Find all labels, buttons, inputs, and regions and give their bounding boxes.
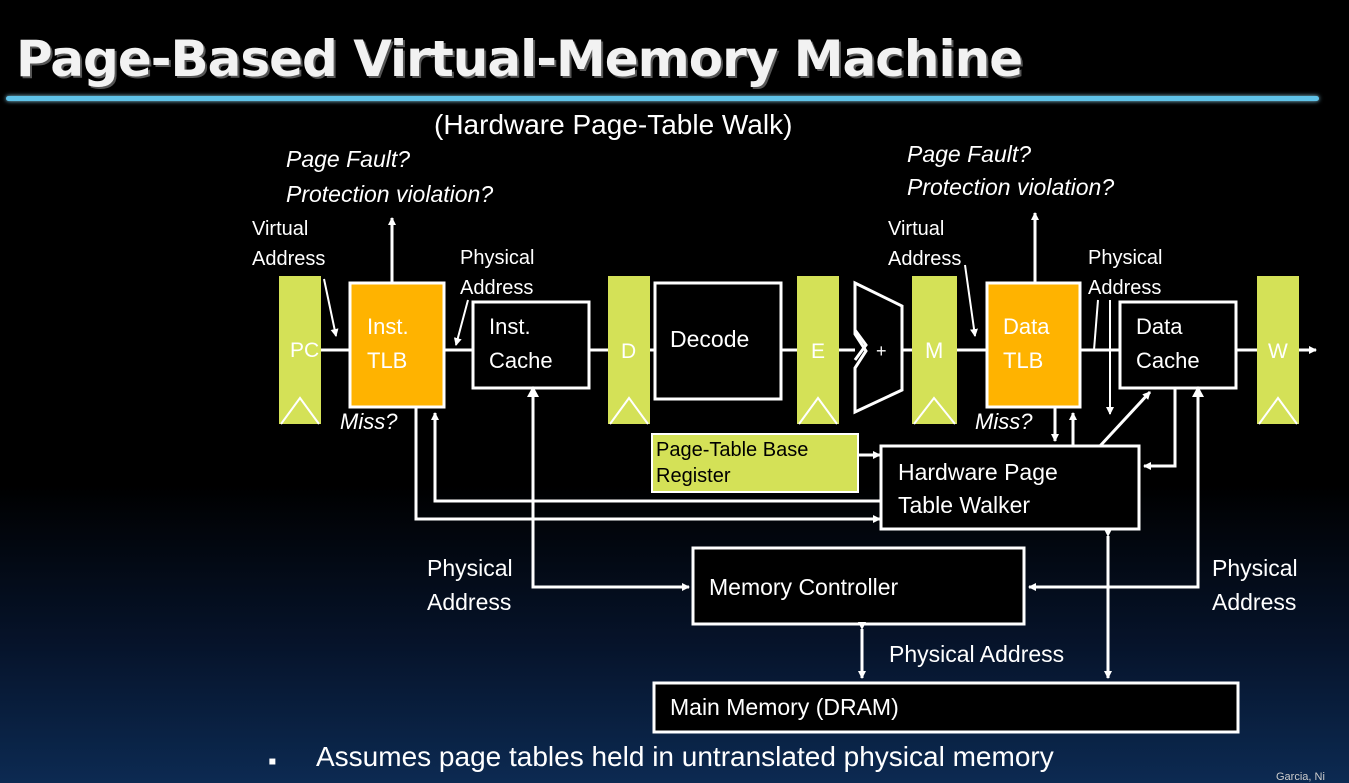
inst-miss-label: Miss? [340,409,398,434]
main-memory-box [652,681,1240,734]
inst-cache-label2: Cache [489,348,553,373]
inst-cache-label: Inst. [489,314,531,339]
left-fault-line1: Page Fault? [286,146,411,172]
bullet-marker: ▪ [268,748,277,775]
physical-address-data-label2: Address [1088,277,1162,299]
walker-wires [414,388,1200,679]
phys-addr-dram-label: Physical Address [889,641,1065,667]
diagram-subtitle: (Hardware Page-Table Walk) [434,109,793,140]
physical-address-inst-label: Physical [460,247,535,269]
virtual-address-left-label: Virtual [252,218,309,240]
slide-credit: Garcia, Ni [1276,771,1325,783]
physical-address-data-label: Physical [1088,247,1163,269]
walker-label: Hardware Page [898,459,1058,485]
label-pointers [323,264,1114,415]
stage-pc-label: PC [290,339,320,362]
data-miss-label: Miss? [975,409,1033,434]
ptbr-box [651,433,859,493]
stage-m-label: M [925,338,944,363]
left-fault-line2: Protection violation? [286,181,494,207]
pipeline-register-d [608,276,650,425]
fault-arrows [388,212,1039,283]
virtual-address-right-label2: Address [888,248,962,270]
inst-tlb-label2: TLB [367,348,408,373]
inst-cache-box [471,300,591,390]
title-divider [6,96,1319,101]
phys-addr-mem-right-label2: Address [1212,589,1297,615]
physical-address-inst-label2: Address [460,277,534,299]
decode-box [653,281,783,401]
memory-controller-box [691,546,1026,626]
data-tlb-label2: TLB [1003,348,1044,373]
phys-addr-mem-left-label: Physical [427,555,513,581]
ptbr-label: Page-Table Base [656,439,809,461]
stage-w-label: W [1268,340,1288,363]
page-title: Page-Based Virtual-Memory Machine [16,30,1023,88]
inst-tlb-box [348,281,446,409]
memory-controller-label: Memory Controller [709,574,899,600]
pipeline-register-pc [279,276,321,425]
datapath-wires [321,329,1317,361]
ptbr-label2: Register [656,465,731,487]
pipeline-register-e [797,276,839,425]
right-fault-line1: Page Fault? [907,141,1032,167]
data-cache-label2: Cache [1136,348,1200,373]
pipeline-register-w [1257,276,1299,425]
inst-tlb-label: Inst. [367,314,409,339]
data-tlb-box [985,281,1082,409]
walker-label2: Table Walker [898,492,1031,518]
decode-label: Decode [670,326,750,352]
alu-plus-label: + [876,341,887,361]
walker-box [879,444,1141,531]
alu-shape [853,280,904,415]
stage-e-label: E [811,340,826,363]
virtual-address-right-label: Virtual [888,218,945,240]
pipeline-register-m [912,276,957,425]
data-tlb-label: Data [1003,314,1050,339]
phys-addr-mem-right-label: Physical [1212,555,1298,581]
right-fault-line2: Protection violation? [907,174,1115,200]
bullet-text: Assumes page tables held in untranslated… [316,741,1054,772]
phys-addr-mem-left-label2: Address [427,589,512,615]
data-cache-label: Data [1136,314,1183,339]
stage-d-label: D [621,340,637,363]
main-memory-label: Main Memory (DRAM) [670,694,899,720]
data-cache-box [1118,300,1238,390]
virtual-address-left-label2: Address [252,248,326,270]
